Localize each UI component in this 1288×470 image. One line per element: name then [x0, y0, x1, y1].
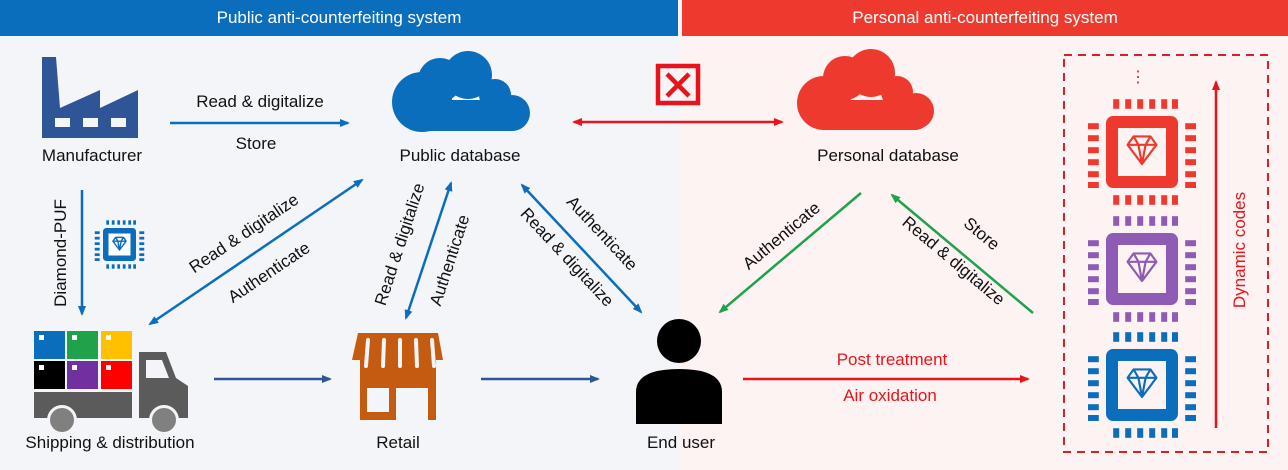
public-database-label: Public database: [400, 146, 521, 165]
shipping-label: Shipping & distribution: [25, 433, 194, 452]
personal-db-to-end-user-arrow: [718, 192, 862, 314]
truck-icon: [34, 331, 188, 435]
blue-diamond-chip-icon: [1088, 332, 1196, 438]
read-digitalize-label: Read & digitalize: [196, 92, 324, 111]
store-label: Store: [236, 134, 277, 153]
end-user-public-db-arrow: [520, 183, 643, 314]
store-icon: [352, 333, 443, 420]
truck-cargo-box: [67, 361, 98, 389]
personal-system-banner: Personal anti-counterfeiting system: [682, 0, 1288, 36]
red-diamond-chip-icon: [1088, 99, 1196, 205]
end-user-label: End user: [647, 433, 715, 452]
personal-database-cloud-icon: [797, 49, 934, 130]
personal-database-label: Personal database: [817, 146, 959, 165]
dynamic-codes-box: [1063, 54, 1269, 453]
truck-cargo-box: [34, 331, 65, 359]
diamond-chip-icon: [94, 220, 145, 269]
personal-system-panel: [680, 0, 1288, 470]
shipping-public-db-arrow: [148, 178, 364, 326]
truck-cargo-box: [101, 331, 132, 359]
purple-diamond-chip-icon: [1088, 216, 1196, 322]
retail-read-digitalize-label: Read & digitalize: [371, 181, 428, 308]
person-icon: [636, 319, 722, 424]
retail-public-db-arrow: [404, 181, 453, 320]
x-mark-box-icon: [655, 63, 701, 106]
retail-authenticate-label: Authenticate: [426, 212, 473, 308]
factory-icon: [42, 57, 138, 138]
chips-to-personal-db-arrow: [890, 193, 1034, 314]
more-chips-ellipsis: ⋮: [1130, 69, 1146, 86]
truck-cargo-box: [67, 331, 98, 359]
personal-store-label: Store: [960, 213, 1003, 254]
dynamic-codes-label: Dynamic codes: [1230, 192, 1249, 308]
personal-read-digitalize-label: Read & digitalize: [899, 213, 1009, 310]
public-database-cloud-icon: [392, 51, 530, 132]
public-system-banner: Public anti-counterfeiting system: [0, 0, 678, 36]
manufacturer-label: Manufacturer: [42, 146, 142, 165]
truck-cargo-box: [101, 361, 132, 389]
post-treatment-label: Post treatment: [837, 350, 948, 369]
air-oxidation-label: Air oxidation: [843, 386, 937, 405]
truck-cargo-box: [34, 361, 65, 389]
diamond-puf-label: Diamond-PUF: [51, 199, 70, 307]
retail-label: Retail: [376, 433, 419, 452]
